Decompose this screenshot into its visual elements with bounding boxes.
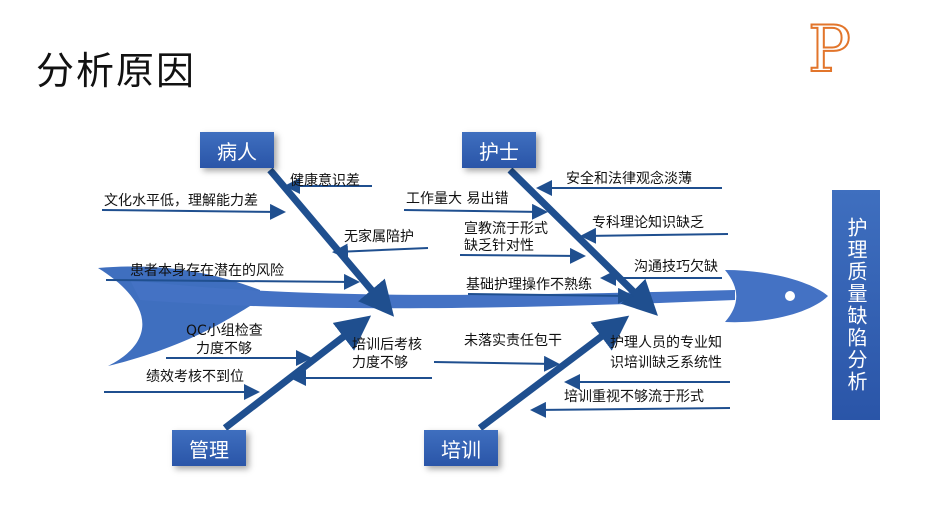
page-title: 分析原因 [36,49,197,93]
cause-label: 力度不够 [196,341,252,357]
sub-bone [332,243,429,260]
sub-bone [580,227,729,244]
fish-head [725,270,828,323]
sub-bone [101,203,286,220]
effect-box: 护理质量缺陷分析 [832,190,880,420]
category-training: 培训 [424,430,498,466]
cause-label: 沟通技巧欠缺 [634,259,718,275]
cause-label: 缺乏针对性 [464,238,534,254]
bone-nurse [507,167,658,316]
cause-label: 识培训缺乏系统性 [610,355,722,371]
cause-label: 绩效考核不到位 [146,369,244,385]
sub-bone [433,355,560,372]
sub-bone [403,203,548,220]
cause-label: QC小组检查 [186,323,263,339]
cause-label: 基础护理操作不熟练 [466,277,592,293]
category-patient: 病人 [200,132,274,168]
bone-training [477,315,630,431]
cause-label: 培训重视不够流于形式 [564,389,704,405]
category-management: 管理 [172,430,246,466]
cause-label: 安全和法律观念淡薄 [566,171,692,187]
cause-label: 健康意识差 [290,173,360,189]
category-nurse: 护士 [462,132,536,168]
sub-bone [530,401,731,418]
cause-label: 工作量大 易出错 [406,191,509,207]
cause-label: 护理人员的专业知 [610,335,722,351]
sub-bone [467,287,634,304]
sub-bone [459,247,586,264]
cause-label: 培训后考核 [352,337,422,353]
logo: P [807,13,852,87]
cause-label: 专科理论知识缺乏 [592,215,704,231]
cause-label: 宣教流于形式 [464,221,548,237]
cause-label: 无家属陪护 [344,229,414,245]
cause-label: 未落实责任包干 [464,333,562,349]
sub-bone [105,273,360,290]
fish-spine [130,280,735,309]
cause-label: 文化水平低，理解能力差 [104,193,258,209]
fish-eye [785,291,795,301]
cause-label: 力度不够 [352,355,408,371]
cause-label: 患者本身存在潜在的风险 [130,263,284,279]
